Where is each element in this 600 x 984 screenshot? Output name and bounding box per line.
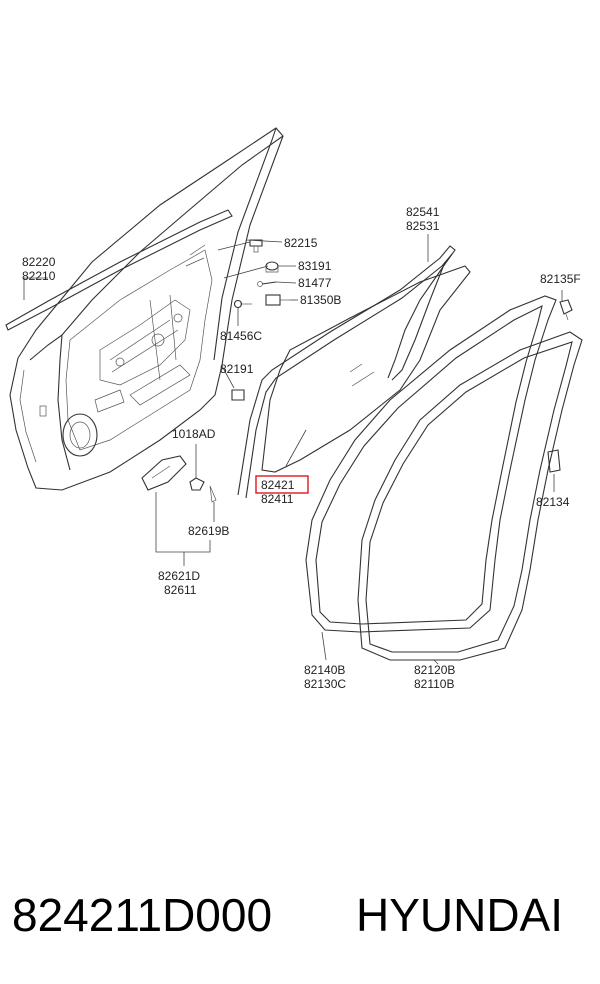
part-number: 824211D000 <box>12 889 273 941</box>
label-82110B: 82110B <box>414 677 454 691</box>
label-81477: 81477 <box>298 276 332 290</box>
label-83191: 83191 <box>298 259 332 273</box>
highlight-box-82421 <box>255 475 309 494</box>
door-weatherstrip-82110B <box>357 331 583 661</box>
label-82215: 82215 <box>284 236 318 250</box>
label-82140B: 82140B <box>304 663 345 677</box>
door-glass-82421 <box>261 265 471 473</box>
label-82541: 82541 <box>406 205 440 219</box>
clips-right <box>547 299 573 473</box>
label-82191: 82191 <box>220 362 254 376</box>
label-82411: 82411 <box>261 492 294 506</box>
label-82611: 82611 <box>164 583 197 597</box>
label-82134: 82134 <box>536 495 570 509</box>
label-82621D: 82621D <box>158 569 200 583</box>
label-82220: 82220 <box>22 255 56 269</box>
label-82619B: 82619B <box>188 524 229 538</box>
belt-molding-82210 <box>5 209 233 331</box>
glass-run-channel-82531 <box>237 245 456 499</box>
part-labels: 82220 82210 82215 83191 81477 81350B 814… <box>22 205 581 691</box>
inside-handle-assembly <box>141 455 217 503</box>
leader-lines <box>23 234 563 665</box>
label-1018AD: 1018AD <box>172 427 216 441</box>
label-82210: 82210 <box>22 269 56 283</box>
body-weatherstrip-82130C <box>305 295 557 633</box>
label-81456C: 81456C <box>220 329 262 343</box>
label-81350B: 81350B <box>300 293 341 307</box>
fasteners <box>231 239 290 401</box>
label-82135F: 82135F <box>540 272 581 286</box>
label-82531: 82531 <box>406 219 440 233</box>
label-82130C: 82130C <box>304 677 346 691</box>
door-frame-assembly <box>9 127 284 491</box>
brand-name: HYUNDAI <box>356 889 564 941</box>
label-82120B: 82120B <box>414 663 455 677</box>
label-82421: 82421 <box>261 478 295 492</box>
